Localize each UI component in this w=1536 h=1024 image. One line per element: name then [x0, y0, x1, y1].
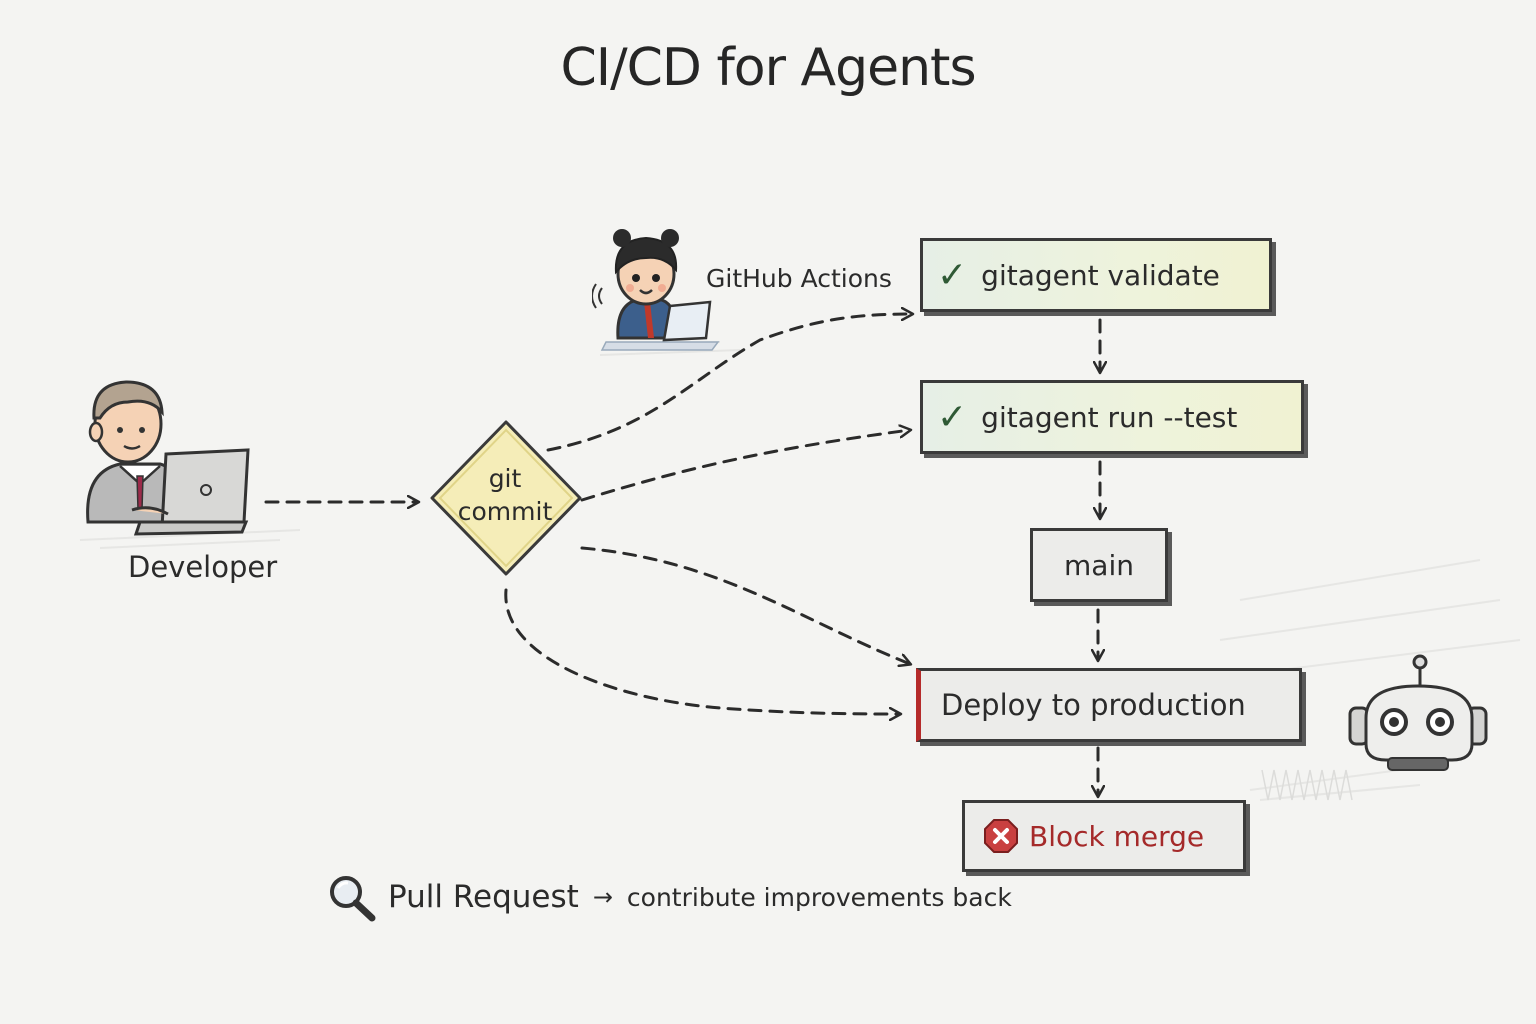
github-actions-illustration: [592, 229, 720, 351]
footer-note: Pull Request → contribute improvements b…: [326, 872, 1012, 922]
x-circle-icon: [984, 819, 1018, 853]
step-run-test: ✓ gitagent run --test: [920, 380, 1304, 454]
branch-main: main: [1030, 528, 1168, 602]
arrow-commit-to-deploy-upper: [580, 546, 910, 664]
commit-diamond: [430, 420, 582, 576]
arrow-commit-to-deploy-lower: [504, 588, 900, 714]
arrow-commit-to-test: [580, 430, 910, 502]
step-validate: ✓ gitagent validate: [920, 238, 1272, 312]
step-block-merge: Block merge: [962, 800, 1246, 872]
developer-label: Developer: [128, 550, 278, 584]
arrow-commit-to-validate: [546, 314, 912, 452]
step-validate-label: gitagent validate: [981, 258, 1220, 292]
contribute-label: contribute improvements back: [626, 882, 1012, 912]
check-icon: ✓: [937, 396, 968, 438]
developer-illustration: [86, 380, 250, 536]
commit-label-line1: git: [488, 464, 522, 493]
step-block-merge-label: Block merge: [1029, 819, 1205, 853]
diagram-title: CI/CD for Agents: [560, 38, 976, 98]
magnifier-icon: [330, 876, 376, 922]
step-run-test-label: gitagent run --test: [981, 400, 1238, 434]
branch-main-label: main: [1064, 548, 1134, 582]
footer-arrow: →: [592, 883, 613, 911]
step-deploy: Deploy to production: [916, 668, 1302, 742]
step-deploy-label: Deploy to production: [941, 688, 1246, 722]
pull-request-label: Pull Request: [388, 879, 579, 915]
robot-icon: [1348, 654, 1488, 771]
commit-label-line2: commit: [457, 497, 553, 526]
check-icon: ✓: [937, 254, 968, 296]
github-actions-label: GitHub Actions: [706, 264, 892, 293]
commit-label: git commit: [430, 462, 580, 528]
